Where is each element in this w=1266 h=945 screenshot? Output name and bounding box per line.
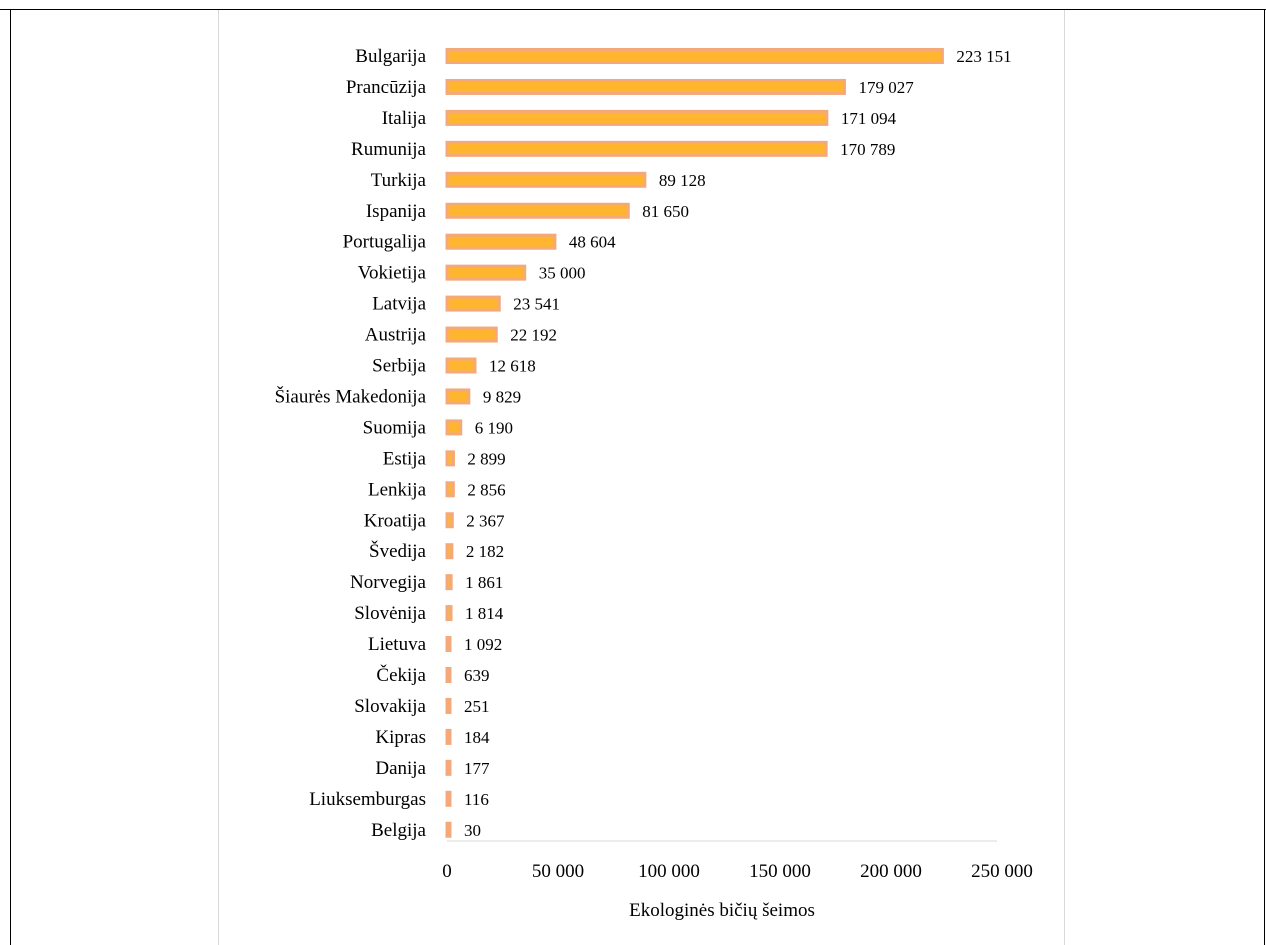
category-label: Slovėnija <box>354 603 426 624</box>
value-label: 2 899 <box>467 449 505 468</box>
bar-25 <box>445 821 452 838</box>
bar-4 <box>445 171 647 188</box>
bar-13 <box>445 450 455 467</box>
value-label: 251 <box>464 697 490 716</box>
value-label: 179 027 <box>858 78 914 97</box>
chart-panel-left-border <box>218 10 219 945</box>
bar-5 <box>445 202 630 219</box>
value-label: 81 650 <box>642 202 689 221</box>
value-label: 9 829 <box>483 387 521 406</box>
frame-left-border <box>10 9 11 945</box>
value-label: 2 856 <box>467 480 505 499</box>
category-label: Šiaurės Makedonija <box>275 385 427 407</box>
value-label: 1 814 <box>465 604 504 623</box>
chart-panel-right-border <box>1064 10 1065 945</box>
value-label: 177 <box>464 759 490 778</box>
category-label: Estija <box>383 448 427 469</box>
category-label: Turkija <box>371 170 427 191</box>
category-label: Rumunija <box>351 139 427 160</box>
value-label: 116 <box>464 790 489 809</box>
bar-22 <box>445 728 452 745</box>
bar-3 <box>445 140 828 157</box>
bar-6 <box>445 233 557 250</box>
bar-18 <box>445 605 453 622</box>
value-label: 223 151 <box>956 47 1011 66</box>
category-label: Austrija <box>365 325 427 346</box>
x-axis-label: Ekologinės bičių šeimos <box>629 900 815 921</box>
category-label: Lenkija <box>368 479 427 500</box>
x-tick-label: 50 000 <box>532 861 584 882</box>
bar-10 <box>445 357 477 374</box>
frame-top-border <box>0 9 1266 10</box>
value-label: 1 861 <box>465 573 503 592</box>
category-label: Slovakija <box>354 696 426 717</box>
category-label: Čekija <box>376 664 426 686</box>
bar-2 <box>445 109 829 126</box>
frame-right-border <box>1264 9 1265 945</box>
category-label: Lietuva <box>368 634 427 655</box>
bar-15 <box>445 512 454 529</box>
value-label: 2 367 <box>466 511 505 530</box>
category-label: Prancūzija <box>346 77 427 98</box>
value-label: 6 190 <box>475 418 513 437</box>
x-tick-label: 200 000 <box>860 861 922 882</box>
value-label: 2 182 <box>466 542 504 561</box>
value-label: 23 541 <box>513 295 560 314</box>
x-tick-label: 100 000 <box>638 861 700 882</box>
bar-7 <box>445 264 527 281</box>
category-label: Suomija <box>363 417 427 438</box>
value-label: 35 000 <box>539 264 586 283</box>
category-label: Bulgarija <box>355 46 426 67</box>
value-label: 12 618 <box>489 357 536 376</box>
category-label: Belgija <box>371 820 426 841</box>
x-tick-labels-group: 0 50 000 100 000 150 000 200 000 250 000 <box>442 861 1033 882</box>
category-label: Danija <box>375 758 426 779</box>
category-label: Liuksemburgas <box>309 789 426 810</box>
bars-group <box>445 48 944 838</box>
value-label: 48 604 <box>569 233 616 252</box>
bar-20 <box>445 667 452 683</box>
bar-19 <box>445 636 452 653</box>
bar-8 <box>445 295 501 312</box>
bar-21 <box>445 697 452 714</box>
category-label: Portugalija <box>343 232 427 253</box>
value-label: 170 789 <box>840 140 895 159</box>
bar-14 <box>445 481 455 498</box>
category-label: Kipras <box>375 727 426 748</box>
category-label: Švedija <box>369 540 427 562</box>
x-tick-label: 150 000 <box>749 861 811 882</box>
value-labels-group: 223 151 179 027 171 094 170 789 89 128 81 650… <box>464 47 1012 840</box>
value-label: 639 <box>464 666 490 685</box>
bar-24 <box>445 790 452 807</box>
value-label: 1 092 <box>464 635 502 654</box>
category-label: Vokietija <box>358 263 427 284</box>
value-label: 30 <box>464 821 481 840</box>
bar-0 <box>445 48 944 64</box>
category-label: Latvija <box>372 294 426 315</box>
category-label: Kroatija <box>364 510 427 531</box>
category-label: Norvegija <box>350 572 427 593</box>
bar-12 <box>445 419 463 436</box>
value-label: 171 094 <box>841 109 897 128</box>
value-label: 184 <box>464 728 490 747</box>
x-tick-label: 250 000 <box>971 861 1033 882</box>
value-label: 22 192 <box>510 326 557 345</box>
category-label: Italija <box>382 108 427 129</box>
bar-11 <box>445 388 471 405</box>
bar-9 <box>445 326 498 343</box>
bar-23 <box>445 759 452 776</box>
category-labels-group: BulgarijaPrancūzijaItalijaRumunijaTurkij… <box>275 46 427 841</box>
category-label: Serbija <box>372 356 426 377</box>
bar-1 <box>445 78 846 95</box>
bar-17 <box>445 574 453 591</box>
category-label: Ispanija <box>366 201 427 222</box>
x-tick-label: 0 <box>442 861 452 882</box>
value-label: 89 128 <box>659 171 706 190</box>
bar-16 <box>445 543 454 560</box>
